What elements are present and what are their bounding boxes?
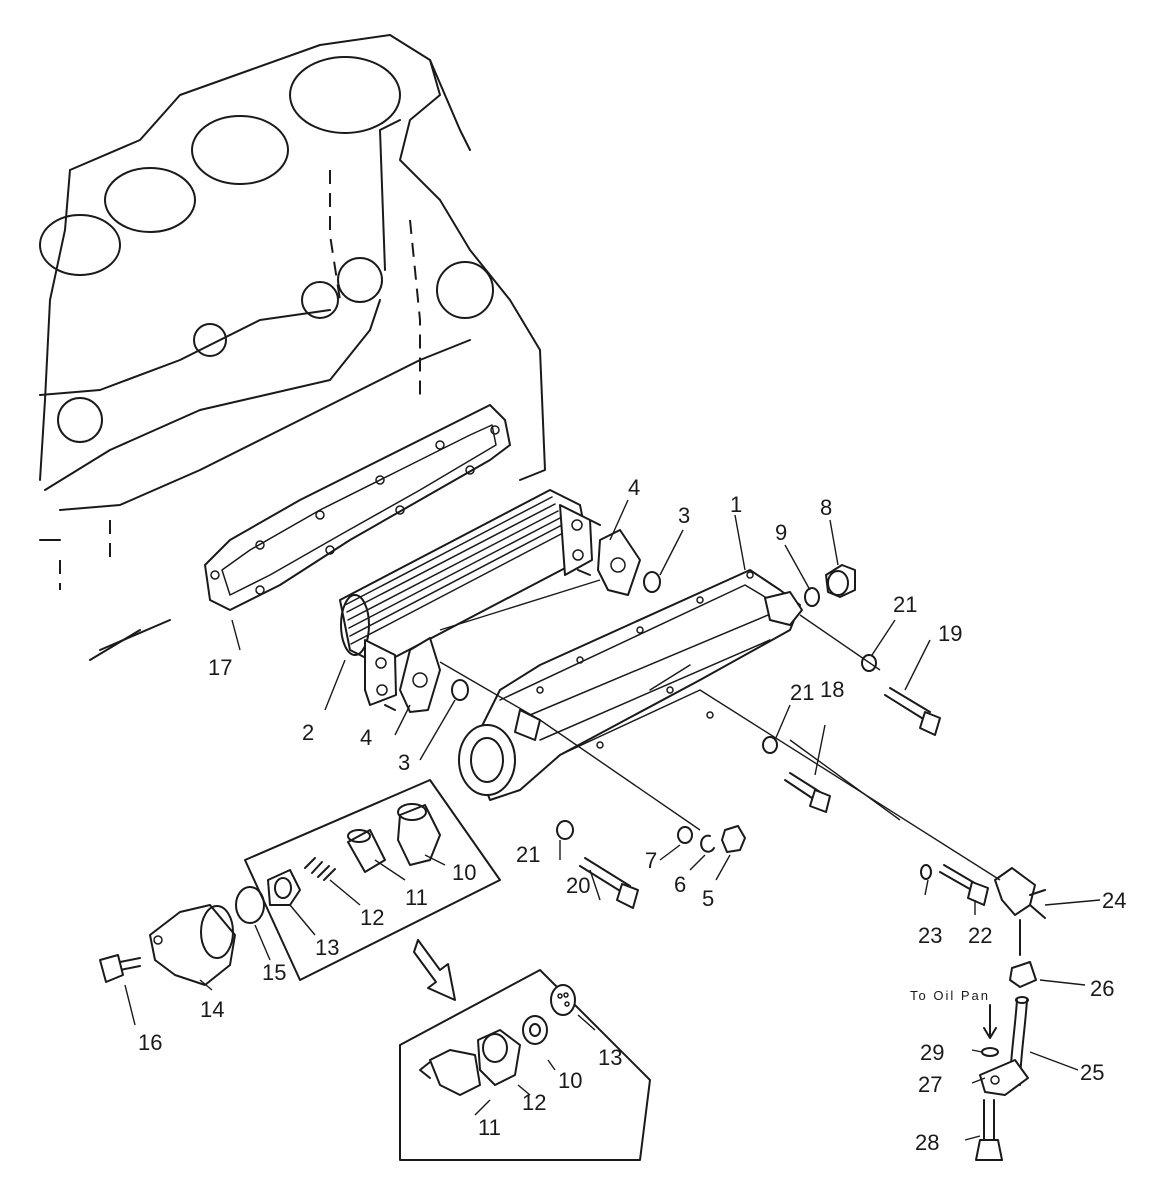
label-leaders bbox=[124, 499, 1101, 1141]
washer-23 bbox=[920, 864, 932, 880]
label-7: 7 bbox=[645, 848, 657, 873]
thermostat-kit-box bbox=[244, 779, 501, 981]
label-6: 6 bbox=[674, 872, 686, 897]
o-ring-29 bbox=[981, 1047, 999, 1057]
detail-arrow bbox=[413, 939, 456, 1001]
to-oil-pan-arrow bbox=[983, 1004, 997, 1039]
oil-cooler-cover-1 bbox=[458, 569, 803, 801]
detail-box bbox=[399, 969, 651, 1161]
label-11-upper: 11 bbox=[405, 885, 428, 910]
bolt-28 bbox=[975, 1099, 1003, 1161]
detail-valve-11 bbox=[429, 1049, 481, 1096]
label-12-lower: 12 bbox=[522, 1090, 546, 1115]
bolt-16 bbox=[99, 954, 141, 983]
label-13-lower: 13 bbox=[598, 1045, 622, 1070]
nut-5 bbox=[721, 825, 746, 853]
to-oil-pan-note: To Oil Pan bbox=[910, 988, 990, 1003]
ring-15 bbox=[235, 886, 265, 924]
label-20: 20 bbox=[566, 873, 590, 898]
oil-cooler-element-2 bbox=[339, 489, 601, 711]
label-10-lower: 10 bbox=[558, 1068, 582, 1093]
detail-sleeve-12 bbox=[477, 1029, 521, 1086]
center-line-3 bbox=[539, 719, 701, 831]
center-line-4 bbox=[799, 614, 881, 671]
label-19: 19 bbox=[938, 621, 962, 646]
clip-6 bbox=[700, 834, 715, 853]
label-11-lower: 11 bbox=[478, 1115, 501, 1140]
label-26: 26 bbox=[1090, 976, 1114, 1001]
gasket-4-upper bbox=[597, 529, 641, 596]
label-25: 25 bbox=[1080, 1060, 1104, 1085]
part-labels: 1 4 3 8 9 21 19 21 18 17 2 4 3 21 20 7 6… bbox=[138, 475, 1126, 1155]
o-ring-9 bbox=[804, 587, 820, 607]
plug-26 bbox=[1009, 961, 1037, 988]
plug-8 bbox=[825, 564, 856, 598]
label-18: 18 bbox=[820, 677, 844, 702]
bolt-20 bbox=[579, 857, 639, 909]
label-4-upper: 4 bbox=[628, 475, 640, 500]
label-14: 14 bbox=[200, 997, 224, 1022]
center-line-5 bbox=[699, 689, 1001, 881]
label-9: 9 bbox=[775, 520, 787, 545]
label-27: 27 bbox=[918, 1072, 942, 1097]
label-8: 8 bbox=[820, 495, 832, 520]
bolt-22 bbox=[939, 864, 989, 906]
label-5: 5 bbox=[702, 886, 714, 911]
label-24: 24 bbox=[1102, 888, 1126, 913]
clamp-27 bbox=[979, 1059, 1029, 1096]
washer-21-mid bbox=[762, 736, 778, 754]
gasket-17 bbox=[204, 404, 511, 611]
label-1: 1 bbox=[730, 492, 742, 517]
elbow-24 bbox=[994, 867, 1046, 919]
label-2: 2 bbox=[302, 720, 314, 745]
label-3-lower: 3 bbox=[398, 750, 410, 775]
label-4-lower: 4 bbox=[360, 725, 372, 750]
label-28: 28 bbox=[915, 1130, 939, 1155]
engine-block bbox=[39, 34, 546, 661]
o-ring-3-upper bbox=[643, 571, 661, 593]
valve-10 bbox=[397, 804, 441, 866]
detail-valve-13 bbox=[550, 984, 576, 1016]
label-22: 22 bbox=[968, 923, 992, 948]
label-16: 16 bbox=[138, 1030, 162, 1055]
o-ring-3-lower bbox=[451, 679, 469, 701]
detail-ring-10 bbox=[522, 1015, 548, 1045]
gasket-4-lower bbox=[399, 637, 441, 713]
label-15: 15 bbox=[262, 960, 286, 985]
label-10-upper: 10 bbox=[452, 860, 476, 885]
label-17: 17 bbox=[208, 655, 232, 680]
thermostat-housing-14 bbox=[149, 904, 236, 986]
center-line-2 bbox=[439, 661, 541, 721]
label-23: 23 bbox=[918, 923, 942, 948]
washer-21-low bbox=[556, 820, 574, 840]
washer-21-top bbox=[861, 654, 877, 672]
label-29: 29 bbox=[920, 1040, 944, 1065]
bolt-18 bbox=[784, 772, 831, 813]
washer-7 bbox=[677, 826, 693, 844]
label-12-upper: 12 bbox=[360, 905, 384, 930]
valve-11 bbox=[347, 829, 386, 873]
label-13-upper: 13 bbox=[315, 935, 339, 960]
center-line-6 bbox=[789, 739, 901, 821]
spring-12 bbox=[304, 857, 336, 881]
valve-13 bbox=[267, 869, 301, 906]
label-21-low: 21 bbox=[516, 842, 540, 867]
bolt-19 bbox=[884, 687, 941, 736]
label-21-top: 21 bbox=[893, 592, 917, 617]
center-line-1 bbox=[439, 579, 601, 631]
label-21-mid: 21 bbox=[790, 680, 814, 705]
label-3-upper: 3 bbox=[678, 503, 690, 528]
